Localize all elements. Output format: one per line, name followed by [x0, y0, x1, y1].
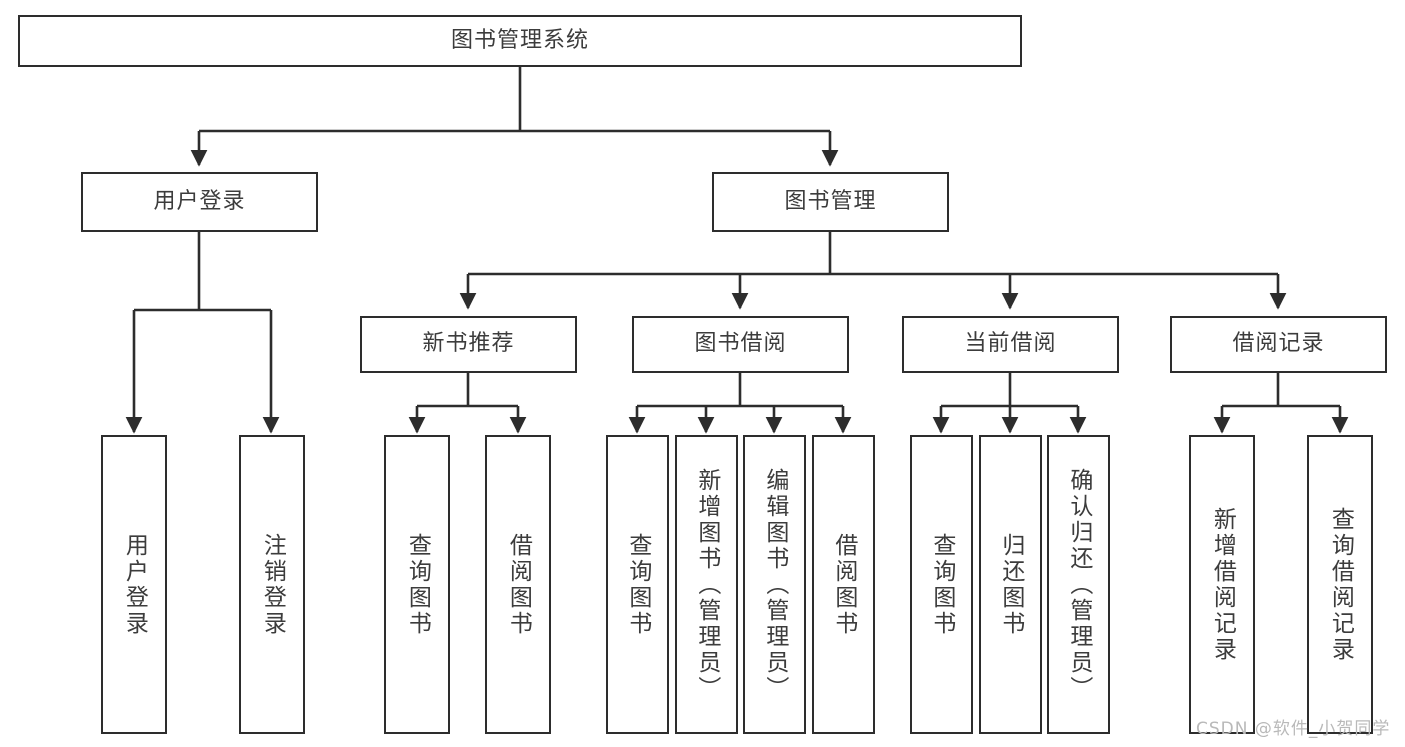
node-label: 当前借阅 — [964, 331, 1057, 357]
leaf-user-login-login[interactable]: 用户登录 — [101, 435, 167, 734]
leaf-new-book-borrow-book[interactable]: 借阅图书 — [485, 435, 551, 734]
node-label: 编辑图书（管理员） — [761, 467, 788, 702]
leaf-book-borrow-query-book[interactable]: 查询图书 — [606, 435, 669, 734]
leaf-book-borrow-edit-book-admin[interactable]: 编辑图书（管理员） — [743, 435, 806, 734]
node-label: 查询图书 — [928, 532, 955, 637]
node-label: 图书借阅 — [694, 331, 787, 357]
node-label: 新书推荐 — [422, 331, 515, 357]
leaf-current-borrow-query-book[interactable]: 查询图书 — [910, 435, 973, 734]
node-borrow-record[interactable]: 借阅记录 — [1170, 316, 1387, 373]
node-label: 用户登录 — [121, 532, 148, 637]
leaf-book-borrow-add-book-admin[interactable]: 新增图书（管理员） — [675, 435, 738, 734]
leaf-user-login-logout[interactable]: 注销登录 — [239, 435, 305, 734]
node-label: 查询图书 — [624, 532, 651, 637]
node-label: 新增图书（管理员） — [693, 467, 720, 702]
node-book-borrow[interactable]: 图书借阅 — [632, 316, 849, 373]
leaf-book-borrow-borrow-book[interactable]: 借阅图书 — [812, 435, 875, 734]
node-book-management[interactable]: 图书管理 — [712, 172, 949, 232]
leaf-current-borrow-return-book[interactable]: 归还图书 — [979, 435, 1042, 734]
node-root-book-management-system[interactable]: 图书管理系统 — [18, 15, 1022, 67]
leaf-current-borrow-confirm-return-admin[interactable]: 确认归还（管理员） — [1047, 435, 1110, 734]
node-label: 归还图书 — [997, 532, 1024, 637]
node-label: 用户登录 — [153, 188, 246, 214]
node-current-borrow[interactable]: 当前借阅 — [902, 316, 1119, 373]
leaf-new-book-query-book[interactable]: 查询图书 — [384, 435, 450, 734]
node-label: 图书管理系统 — [450, 27, 589, 53]
leaf-borrow-record-query-record[interactable]: 查询借阅记录 — [1307, 435, 1373, 734]
node-label: 注销登录 — [259, 532, 286, 637]
node-label: 图书管理 — [784, 188, 877, 214]
node-user-login[interactable]: 用户登录 — [81, 172, 318, 232]
node-label: 查询借阅记录 — [1327, 506, 1354, 663]
node-label: 确认归还（管理员） — [1065, 467, 1092, 702]
node-label: 新增借阅记录 — [1209, 506, 1236, 663]
csdn-watermark: CSDN @软件_小贺同学 — [1196, 719, 1391, 739]
node-label: 借阅图书 — [830, 532, 857, 637]
node-new-book-recommend[interactable]: 新书推荐 — [360, 316, 577, 373]
node-label: 借阅图书 — [505, 532, 532, 637]
node-label: 借阅记录 — [1232, 331, 1325, 357]
node-label: 查询图书 — [404, 532, 431, 637]
leaf-borrow-record-add-record[interactable]: 新增借阅记录 — [1189, 435, 1255, 734]
